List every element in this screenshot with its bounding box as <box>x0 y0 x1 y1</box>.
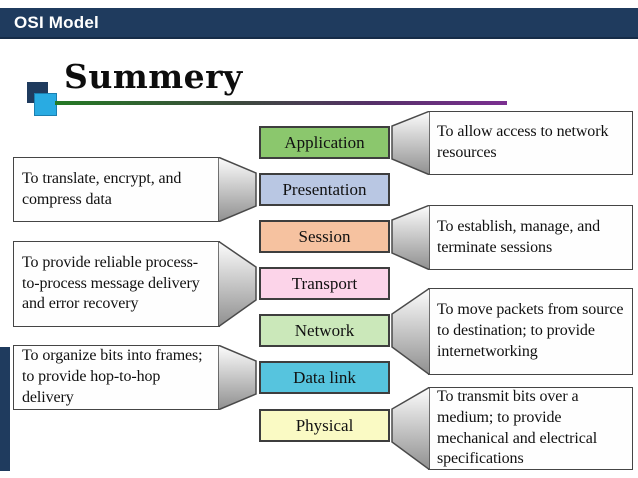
layer-label: Presentation <box>282 179 367 199</box>
layer-label: Data link <box>293 367 356 387</box>
callout-pointer <box>391 387 430 470</box>
layer-label: Application <box>284 132 365 152</box>
callout-pointer <box>391 288 430 375</box>
layer-box-network: Network <box>259 314 390 347</box>
slide-title: Summery <box>64 57 243 96</box>
callout-pointer <box>391 111 430 175</box>
callout-pointer <box>218 241 257 327</box>
layer-label: Session <box>298 226 351 246</box>
callout-physical: To transmit bits over a medium; to provi… <box>391 387 633 470</box>
callout-application: To allow access to network resources <box>391 111 633 175</box>
callout-session: To establish, manage, and terminate sess… <box>391 205 633 270</box>
layer-box-presentation: Presentation <box>259 173 390 206</box>
slide-header-bar: OSI Model <box>0 8 638 39</box>
callout-pointer <box>391 205 430 270</box>
callout-pointer <box>218 157 257 222</box>
callout-text: To move packets from source to destinati… <box>437 301 624 360</box>
callout-text: To allow access to network resources <box>437 123 609 161</box>
layer-box-application: Application <box>259 126 390 159</box>
callout-datalink: To organize bits into frames; to provide… <box>13 345 257 410</box>
layer-label: Physical <box>295 415 354 435</box>
callout-pointer <box>218 345 257 410</box>
callout-transport: To provide reliable process-to-process m… <box>13 241 257 327</box>
layer-label: Transport <box>291 273 358 293</box>
title-underline-rule <box>55 101 507 105</box>
left-edge-navy-strip <box>0 347 10 471</box>
callout-text: To establish, manage, and terminate sess… <box>437 217 601 256</box>
callout-network: To move packets from source to destinati… <box>391 288 633 375</box>
callout-presentation: To translate, encrypt, and compress data <box>13 157 257 222</box>
callout-text: To organize bits into frames; to provide… <box>22 347 203 406</box>
layer-box-physical: Physical <box>259 409 390 442</box>
title-accent-blue-square <box>34 93 57 116</box>
layer-label: Network <box>294 320 355 340</box>
callout-text: To provide reliable process-to-process m… <box>22 253 200 313</box>
callout-text: To translate, encrypt, and compress data <box>22 169 182 208</box>
layer-box-datalink: Data link <box>259 361 390 394</box>
layer-box-transport: Transport <box>259 267 390 300</box>
layer-box-session: Session <box>259 220 390 253</box>
header-title: OSI Model <box>14 12 99 32</box>
callout-text: To transmit bits over a medium; to provi… <box>437 387 598 468</box>
